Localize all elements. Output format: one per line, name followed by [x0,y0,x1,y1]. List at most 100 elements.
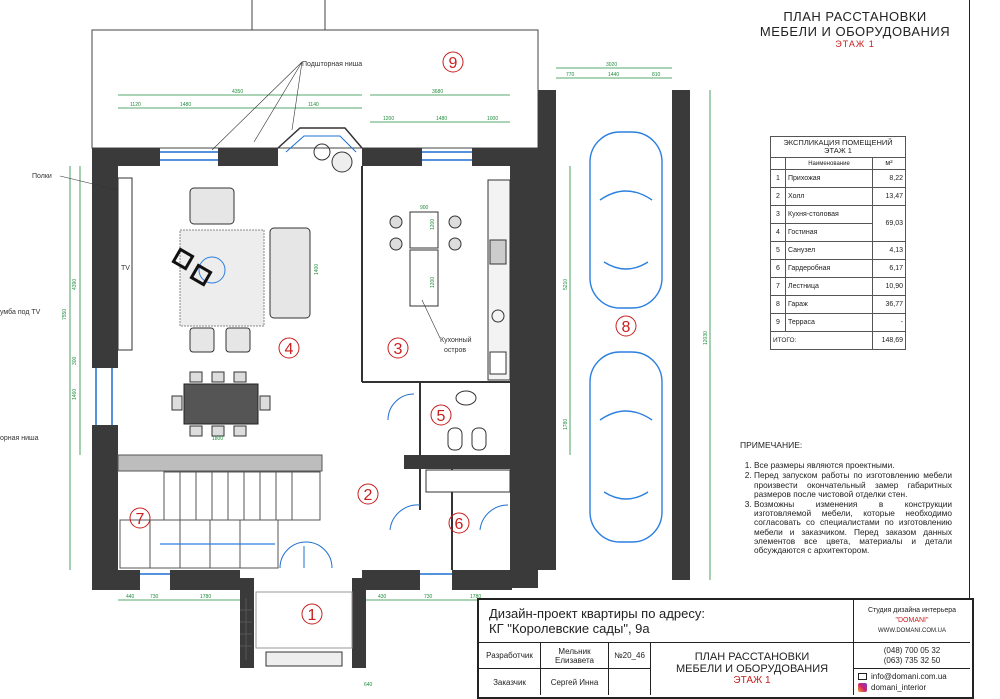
svg-text:9: 9 [449,55,458,72]
svg-text:810: 810 [652,72,661,78]
label-shelves: Полки [32,173,52,180]
svg-text:5: 5 [437,408,446,425]
notes-heading: ПРИМЕЧАНИЕ: [740,440,803,450]
car-icon [589,131,663,309]
svg-text:4390: 4390 [72,279,78,290]
kitchen-furniture [409,179,511,381]
stamp-blank [609,669,651,695]
svg-text:1440: 1440 [608,72,619,78]
svg-text:1400: 1400 [314,264,320,275]
svg-text:730: 730 [424,594,433,600]
wardrobe [425,469,511,493]
sofa [269,227,311,319]
explication-total-row: ИТОГО: 148,69 [770,331,906,350]
notes-block: ПРИМЕЧАНИЕ: Все размеры являются проектн… [740,440,952,556]
label-tv-stand: умба под TV [0,308,41,316]
svg-text:3680: 3680 [432,89,443,95]
tv-stand [117,177,133,351]
title-block: Дизайн-проект квартиры по адресу: КГ "Ко… [477,598,974,699]
label-island-2: остров [444,347,466,354]
contacts: info@domani.com.ua domani_interior [854,669,970,695]
instagram-icon [858,683,867,692]
svg-text:2: 2 [364,487,373,504]
explication-title: ЭКСПЛИКАЦИЯ ПОМЕЩЕНИЙ ЭТАЖ 1 [770,136,906,158]
label-niche: Подшторная ниша [302,61,362,68]
car-icon [589,351,663,543]
svg-text:5210: 5210 [563,279,569,290]
svg-text:770: 770 [566,72,575,78]
room-numbers: 1 2 3 4 5 6 7 8 9 [129,51,637,625]
svg-text:1780: 1780 [200,594,211,600]
svg-text:1200: 1200 [383,116,394,122]
doors [279,393,509,569]
svg-text:1800: 1800 [212,436,223,442]
note-item: Все размеры являются проектными. [754,460,952,470]
svg-text:1200: 1200 [430,219,436,230]
label-island-1: Кухонный [440,336,472,344]
label-tv: TV [121,265,130,272]
pouf [189,327,215,353]
svg-text:640: 640 [364,682,373,688]
plan-title: ПЛАН РАССТАНОВКИ МЕБЕЛИ И ОБОРУДОВАНИЯ Э… [745,9,965,49]
dimension-lines [69,67,711,601]
svg-text:1140: 1140 [308,102,319,108]
note-item: Перед запуском работы по изготовлению ме… [754,471,952,499]
entrance-furniture [255,591,353,667]
project-number: №20_46 [609,643,651,669]
svg-text:900: 900 [420,205,429,211]
svg-text:8: 8 [622,319,631,336]
phones: (048) 700 05 32 (063) 735 32 50 [854,643,970,669]
svg-text:1: 1 [308,607,317,624]
developer-name: Мельник Елизавета [541,643,609,669]
svg-text:6: 6 [455,516,464,533]
customer-label: Заказчик [479,669,541,695]
customer-name: Сергей Инна [541,669,609,695]
svg-text:7: 7 [136,511,145,528]
plan-title-floor: ЭТАЖ 1 [835,39,875,49]
explication-header-row: Наименование м² [770,157,906,170]
developer-label: Разработчик [479,643,541,669]
partition-wall [117,454,323,472]
email-icon [858,673,867,680]
svg-text:300: 300 [72,356,78,365]
note-item: Возможны изменения в конструкции изготов… [754,499,952,555]
project-address: Дизайн-проект квартиры по адресу: КГ "Ко… [479,600,854,643]
floor-plan: 1120 1480 1140 4350 1200 1480 1000 3680 … [0,0,711,688]
svg-text:1120: 1120 [130,102,141,108]
svg-text:1780: 1780 [563,419,569,430]
terrace-outline [91,29,539,149]
coffee-table [198,256,226,284]
dimension-texts: 1120 1480 1140 4350 1200 1480 1000 3680 … [62,62,709,688]
armchair [189,187,235,225]
bathroom-fixtures [447,390,487,451]
svg-text:4350: 4350 [232,89,243,95]
svg-text:1200: 1200 [430,277,436,288]
svg-text:7550: 7550 [62,309,68,320]
living-room-furniture [117,177,311,353]
lamp-icon [313,143,331,161]
email-link[interactable]: info@domani.com.ua [871,672,947,681]
walls [92,90,690,668]
studio-info: Студия дизайна интерьера "DOMANI" WWW.DO… [854,600,970,643]
armchair-round [331,151,353,173]
plan-title-line1: ПЛАН РАССТАНОВКИ [783,9,927,24]
svg-text:430: 430 [378,594,387,600]
svg-text:3020: 3020 [606,62,617,68]
svg-text:440: 440 [126,594,135,600]
svg-text:1780: 1780 [470,594,481,600]
svg-text:4: 4 [285,341,294,358]
svg-text:12030: 12030 [703,331,709,345]
instagram-link[interactable]: domani_interior [871,683,927,692]
dining-table [183,383,259,425]
sheet-frame-line [969,0,970,697]
svg-text:1480: 1480 [180,102,191,108]
label-niche-left: орная ниша [0,435,39,442]
